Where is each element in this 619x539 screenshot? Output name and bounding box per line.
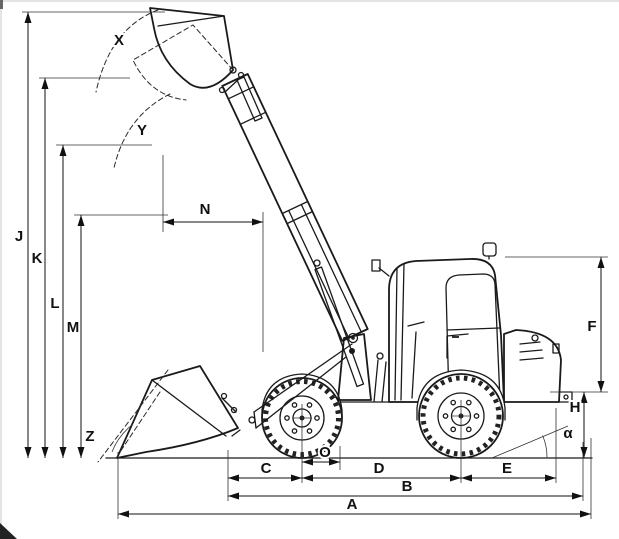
dim-label-a: A	[347, 496, 358, 513]
dim-label-o: O	[319, 444, 331, 461]
boom-lowered	[220, 343, 353, 437]
dim-label-m: M	[67, 319, 80, 336]
cab-outline	[388, 258, 505, 403]
rear-light	[552, 343, 560, 354]
machine-body	[335, 242, 573, 403]
angle-arc-y	[113, 93, 171, 169]
extension-lines	[22, 11, 608, 519]
boom-raised	[221, 73, 369, 342]
dim-label-y: Y	[137, 122, 147, 139]
dimension-lines	[24, 12, 605, 518]
angle-line-z	[97, 369, 169, 463]
departure-angle-line	[491, 425, 569, 459]
angle-indicators	[95, 9, 569, 463]
dim-label-n: N	[200, 201, 211, 218]
dim-label-b: B	[402, 478, 413, 495]
angle-arc-alpha	[542, 435, 548, 459]
dim-label-l: L	[50, 295, 59, 312]
cab-door	[445, 273, 501, 401]
rear-wheel	[418, 373, 504, 459]
angle-arc-x	[95, 9, 159, 93]
seat	[446, 333, 469, 359]
bucket-lowered	[116, 365, 239, 459]
corner-fold-artifact	[0, 523, 17, 539]
dim-label-k: K	[32, 250, 43, 267]
engine-hood	[503, 329, 562, 403]
dim-label-x: X	[114, 32, 124, 49]
fuel-cap	[531, 334, 539, 342]
dim-label-e: E	[502, 460, 512, 477]
dim-label-z: Z	[85, 428, 94, 445]
dim-label-c: C	[261, 460, 272, 477]
dim-label-j: J	[15, 228, 23, 245]
loader-tower	[337, 332, 372, 401]
roof-beacon	[482, 242, 497, 257]
bucket-raised-dump-position	[132, 24, 234, 101]
angle-arc-z	[111, 423, 134, 453]
mirror-arm	[378, 267, 390, 277]
dim-label-alpha: α	[563, 425, 573, 442]
steering-column	[407, 321, 425, 399]
mirror-icon	[371, 259, 381, 272]
dim-label-d: D	[374, 460, 385, 477]
dimension-labels: X Y N J K L M Z O C D E B A F H α	[13, 30, 599, 515]
dim-label-h: H	[570, 399, 581, 416]
dim-label-f: F	[587, 318, 596, 335]
bucket-raised	[132, 7, 241, 101]
